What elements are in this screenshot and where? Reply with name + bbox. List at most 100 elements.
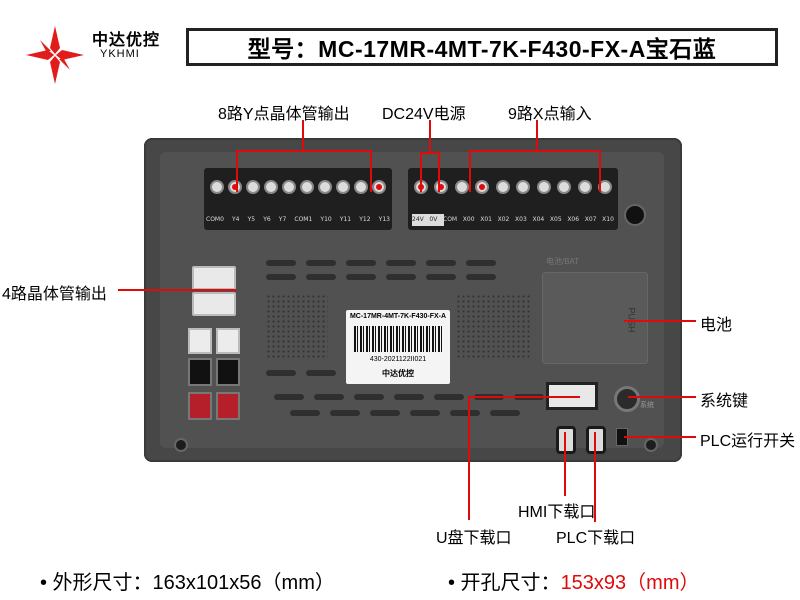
- vent-slot: [306, 274, 336, 280]
- output-connector-2: [192, 292, 236, 316]
- callout-line-x-right: [599, 150, 601, 192]
- vent-slot: [346, 260, 376, 266]
- battery-cover[interactable]: PUSH: [542, 272, 648, 364]
- terminal-label: Y4: [232, 216, 240, 223]
- callout-plc-switch: PLC运行开关: [700, 433, 796, 450]
- terminal-screw[interactable]: [354, 180, 368, 194]
- system-key-button[interactable]: [614, 386, 640, 412]
- vent-slot: [370, 410, 400, 416]
- brand-logo: [24, 24, 86, 86]
- product-sticker: MC-17MR-4MT-7K-F430-FX-A 430-2021122II02…: [346, 310, 450, 384]
- callout-plc-download: PLC下载口: [556, 530, 636, 547]
- vent-slot: [346, 274, 376, 280]
- terminal-label: X03: [515, 216, 527, 223]
- brand-name-cn: 中达优控: [92, 32, 161, 49]
- terminal-screw[interactable]: [475, 180, 490, 194]
- vent-slot: [266, 274, 296, 280]
- black-connector-right: [216, 358, 240, 386]
- terminal-screw[interactable]: [597, 180, 612, 194]
- terminal-screw[interactable]: [336, 180, 350, 194]
- terminal-screw[interactable]: [536, 180, 551, 194]
- vent-slot: [426, 274, 456, 280]
- callout-line-x-stem: [536, 120, 538, 150]
- vent-slot: [410, 410, 440, 416]
- corner-screw-bl: [174, 438, 188, 452]
- outer-size-label: • 外形尺寸：163x101x56（mm）: [40, 572, 335, 594]
- callout-line-y-left: [236, 150, 238, 192]
- terminal-label: X02: [497, 216, 510, 223]
- speaker-grid: [456, 294, 532, 360]
- callout-line-usb-v: [468, 396, 470, 520]
- terminal-label: Y7: [278, 216, 287, 223]
- red-connector-left: [188, 392, 212, 420]
- terminal-screw[interactable]: [577, 180, 592, 194]
- terminal-label: 24V: [412, 216, 424, 223]
- terminal-label: Y6: [263, 216, 271, 223]
- terminal-marker: [438, 184, 445, 190]
- speaker-grid: [266, 294, 328, 360]
- vent-slot: [394, 394, 424, 400]
- callout-line-hmi: [564, 432, 566, 496]
- callout-line-system-key: [628, 396, 696, 398]
- barcode: [354, 326, 442, 352]
- terminal-marker: [232, 184, 238, 190]
- callout-system-key: 系统键: [700, 393, 749, 410]
- cutout-value: 153x93（mm）: [560, 572, 700, 594]
- terminal-screw[interactable]: [246, 180, 260, 194]
- vent-slot: [290, 410, 320, 416]
- terminal-screw[interactable]: [557, 180, 572, 194]
- terminal-screw[interactable]: [210, 180, 224, 194]
- terminal-marker: [376, 184, 382, 190]
- vent-slot: [490, 410, 520, 416]
- vent-slot: [386, 274, 416, 280]
- callout-line-plc-switch: [624, 436, 696, 438]
- terminal-label: Y5: [247, 216, 256, 223]
- callout-line-x-left: [469, 150, 471, 192]
- vent-slot: [266, 260, 296, 266]
- terminal-screw[interactable]: [516, 180, 531, 194]
- callout-line-battery: [624, 320, 696, 322]
- red-connector-right: [216, 392, 240, 420]
- terminal-screw[interactable]: [282, 180, 296, 194]
- vent-slot: [466, 274, 496, 280]
- mounting-hole: [624, 204, 646, 226]
- callout-battery: 电池: [700, 317, 733, 334]
- terminal-screw[interactable]: [495, 180, 510, 194]
- terminal-screw[interactable]: [228, 180, 242, 194]
- terminal-screw[interactable]: [454, 180, 469, 194]
- terminal-label: Y11: [339, 216, 352, 223]
- cutout-label-text: • 开孔尺寸：: [448, 572, 561, 594]
- plc-download-port[interactable]: [586, 426, 606, 454]
- model-title-text: 型号：MC-17MR-4MT-7K-F430-FX-A宝石蓝: [247, 36, 717, 62]
- terminal-screw[interactable]: [300, 180, 314, 194]
- terminal-label: COM: [443, 216, 458, 223]
- vent-slot: [314, 394, 344, 400]
- callout-line-y-bracket: [236, 150, 372, 152]
- terminal-label: Y10: [320, 216, 332, 223]
- terminal-screw[interactable]: [318, 180, 332, 194]
- white-connector-right: [216, 328, 240, 354]
- callout-line-dc-left: [420, 152, 422, 192]
- vent-slot: [434, 394, 464, 400]
- terminal-screw[interactable]: [434, 180, 449, 194]
- callout-hmi-download: HMI下载口: [518, 504, 596, 521]
- terminal-label: COM1: [294, 216, 313, 223]
- terminal-label: X04: [532, 216, 545, 223]
- callout-line-dc-right: [438, 152, 440, 192]
- sticker-model: MC-17MR-4MT-7K-F430-FX-A: [349, 313, 447, 320]
- vent-slot: [330, 410, 360, 416]
- hmi-download-port[interactable]: [556, 426, 576, 454]
- callout-transistor-outputs: 4路晶体管输出: [2, 286, 107, 303]
- terminal-label: Y12: [359, 216, 371, 223]
- terminal-screw[interactable]: [372, 180, 386, 194]
- terminal-label: X10: [602, 216, 614, 223]
- callout-usb-download: U盘下载口: [436, 530, 512, 547]
- logo-icon: [26, 26, 84, 84]
- callout-line-usb-h: [468, 396, 580, 398]
- terminal-screw[interactable]: [264, 180, 278, 194]
- corner-screw-br: [644, 438, 658, 452]
- terminal-marker: [479, 184, 486, 190]
- vent-slot: [466, 260, 496, 266]
- callout-line-y-right: [370, 150, 372, 192]
